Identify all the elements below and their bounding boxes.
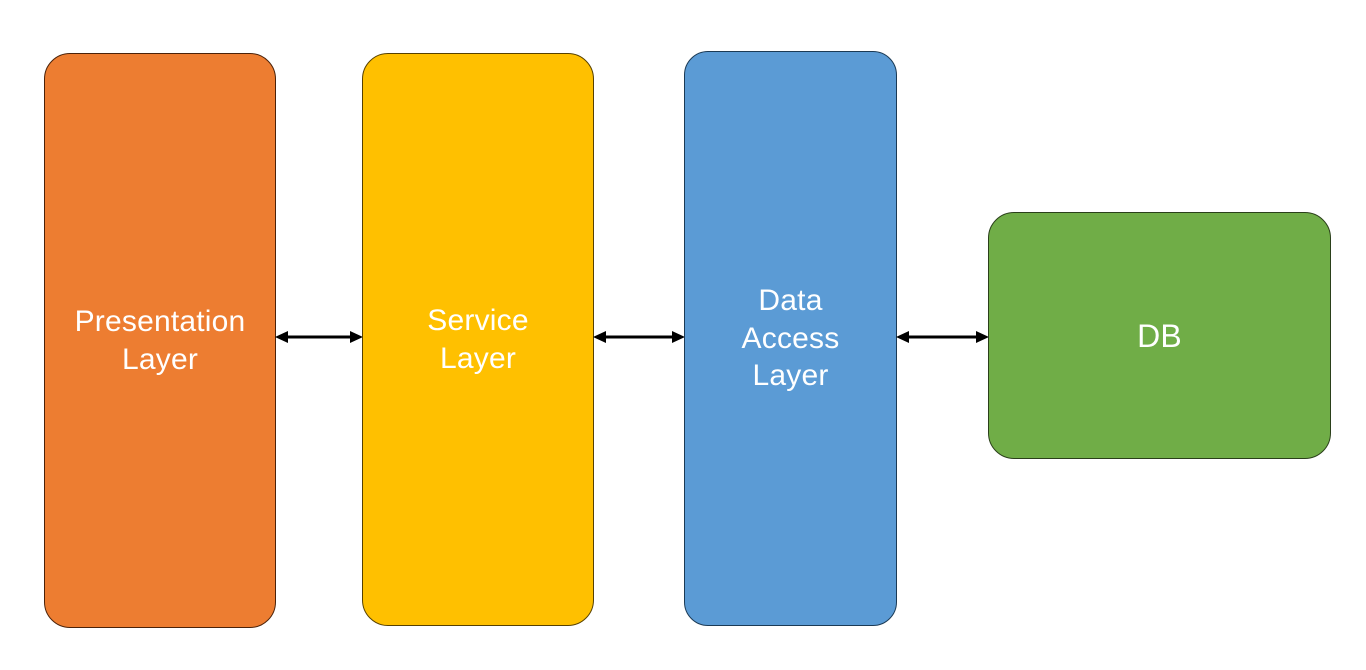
service-layer-box[interactable]: Service Layer <box>362 53 594 626</box>
arrowhead-left-icon <box>593 331 606 343</box>
connector-service-to-data-access[interactable] <box>593 324 685 350</box>
arrowhead-right-icon <box>976 331 989 343</box>
arrowhead-left-icon <box>275 331 288 343</box>
connector-data-access-to-db[interactable] <box>896 324 989 350</box>
arrowhead-left-icon <box>896 331 909 343</box>
data-access-layer-box[interactable]: Data Access Layer <box>684 51 897 626</box>
db-box[interactable]: DB <box>988 212 1331 459</box>
arrowhead-right-icon <box>350 331 363 343</box>
connector-presentation-to-service[interactable] <box>275 324 363 350</box>
arrowhead-right-icon <box>672 331 685 343</box>
presentation-layer-box[interactable]: Presentation Layer <box>44 53 276 628</box>
